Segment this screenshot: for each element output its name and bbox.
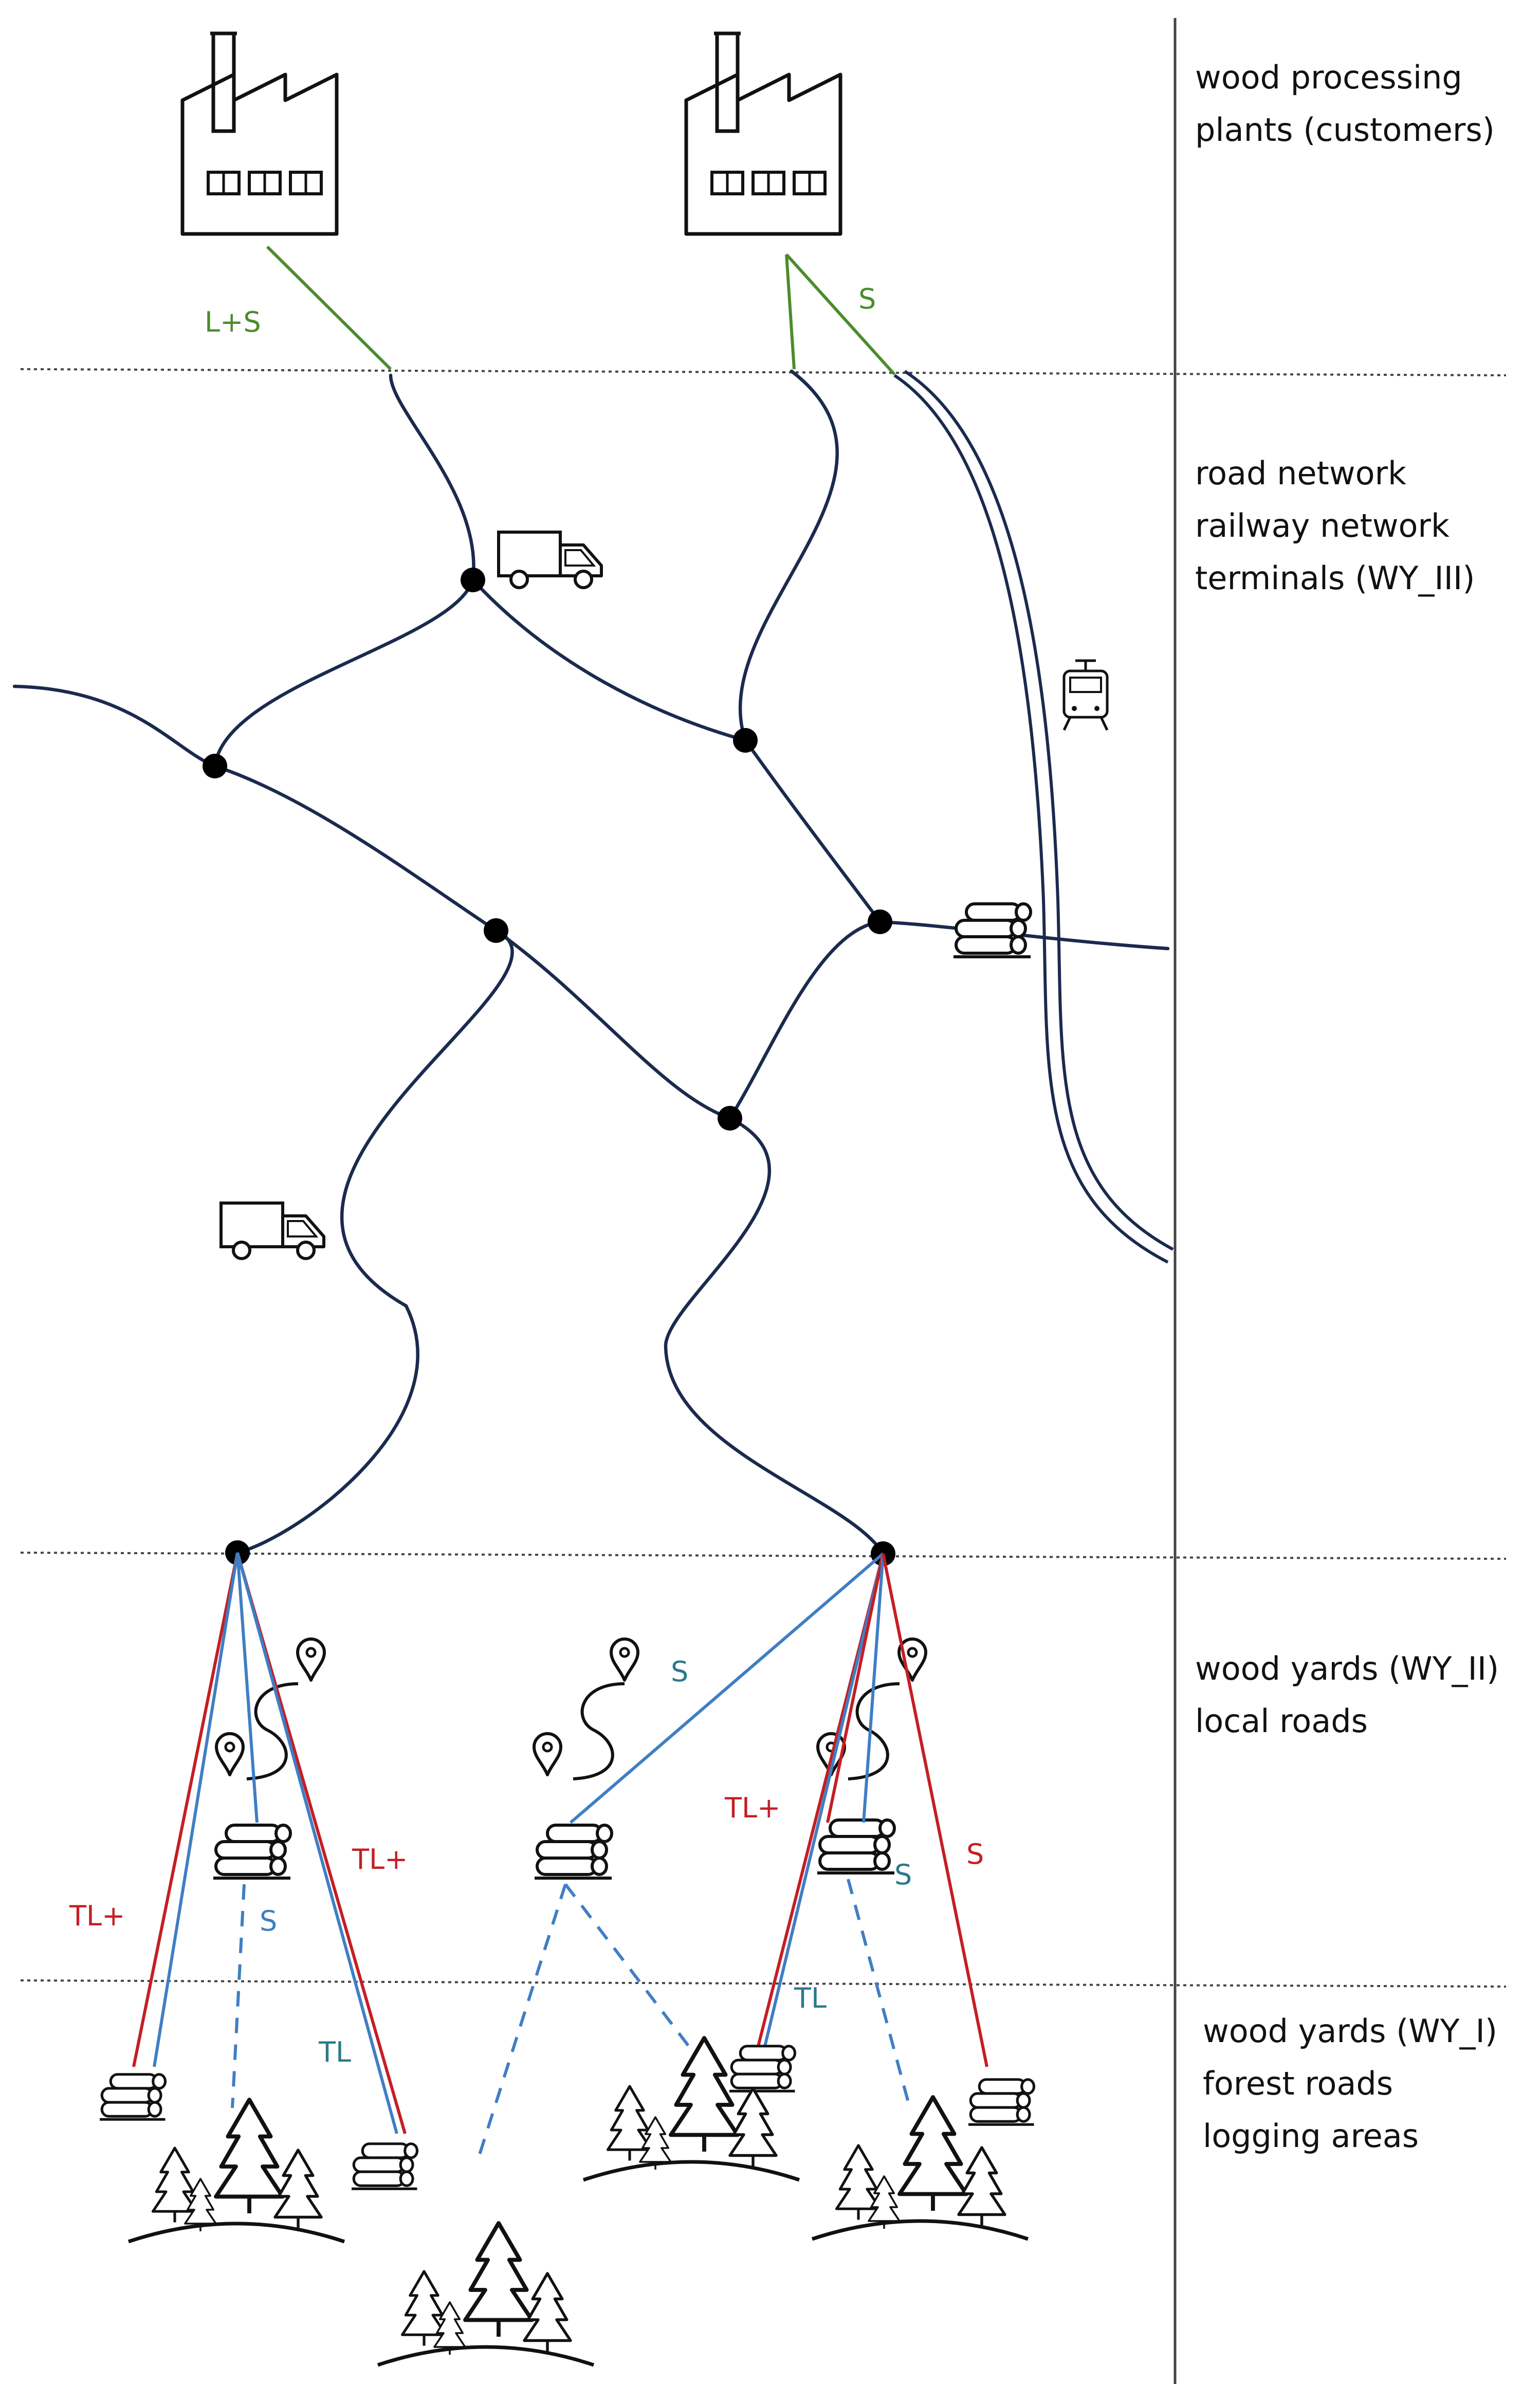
location-pin-icon — [534, 1734, 561, 1775]
factory-icon — [182, 33, 337, 234]
location-pin-icon — [298, 1639, 324, 1680]
truck-icon — [221, 1203, 324, 1259]
edge-label-left-tlplus-2: TL+ — [352, 1843, 408, 1876]
train-icon — [1064, 661, 1107, 730]
layer-label-transport: road network railway network terminals (… — [1195, 447, 1475, 605]
layer-label-line: terminals (WY_III) — [1195, 559, 1475, 597]
log-pile-icon — [968, 2080, 1034, 2125]
layer-label-line: wood yards (WY_I) — [1203, 2012, 1497, 2050]
edge-label-left-tl: TL — [318, 2036, 351, 2068]
log-pile-icon — [213, 1825, 290, 1878]
edge-label-right-s-red: S — [966, 1838, 984, 1870]
layer-label-line: plants (customers) — [1195, 111, 1495, 149]
log-pile-icon — [100, 2074, 166, 2120]
layer-label-line: road network — [1195, 454, 1406, 492]
layer-label-line: wood yards (WY_II) — [1195, 1650, 1499, 1687]
layer-label-line: railway network — [1195, 507, 1450, 544]
truck-icon — [499, 532, 601, 588]
edge-label-left-tlplus: TL+ — [69, 1900, 125, 1932]
location-pin-icon — [611, 1639, 638, 1680]
log-pile-icon — [954, 904, 1031, 957]
edge-label-right-tl: TL — [794, 1982, 827, 2014]
layer-label-wy1: wood yards (WY_I) forest roads logging a… — [1203, 2005, 1497, 2162]
log-pile-icon — [817, 1820, 894, 1873]
location-pin-icon — [216, 1734, 243, 1775]
customer-links — [266, 245, 896, 376]
layer-label-line: local roads — [1195, 1702, 1368, 1740]
edge-label-right-tlplus: TL+ — [724, 1792, 780, 1824]
road-network — [12, 369, 1170, 1556]
layer-label-customers: wood processing plants (customers) — [1195, 51, 1495, 156]
forest-icon — [129, 2100, 344, 2242]
log-pile-icon — [535, 1825, 612, 1878]
local-road-icon — [573, 1684, 625, 1779]
layer-label-line: forest roads — [1203, 2065, 1394, 2102]
transport-legs — [132, 1552, 988, 2134]
edge-label-factory2: S — [858, 283, 876, 315]
log-pile-icon — [729, 2046, 795, 2091]
log-pile-icon — [352, 2144, 417, 2189]
layer-label-line: logging areas — [1203, 2117, 1419, 2155]
edge-label-left-s: S — [260, 1905, 277, 1937]
factory-icon — [686, 33, 840, 234]
forest-road-links — [231, 1879, 911, 2160]
edge-label-mid-s: S — [671, 1655, 688, 1688]
edge-label-factory1: L+S — [205, 306, 261, 338]
layer-separators — [20, 368, 1507, 1988]
layer-label-wy2: wood yards (WY_II) local roads — [1195, 1643, 1499, 1748]
edge-label-right-s-blue: S — [894, 1859, 912, 1891]
railway-network — [893, 370, 1174, 1264]
forest-icon — [378, 2223, 594, 2365]
layer-label-line: wood processing — [1195, 59, 1462, 96]
terminal-nodes — [203, 568, 895, 1566]
